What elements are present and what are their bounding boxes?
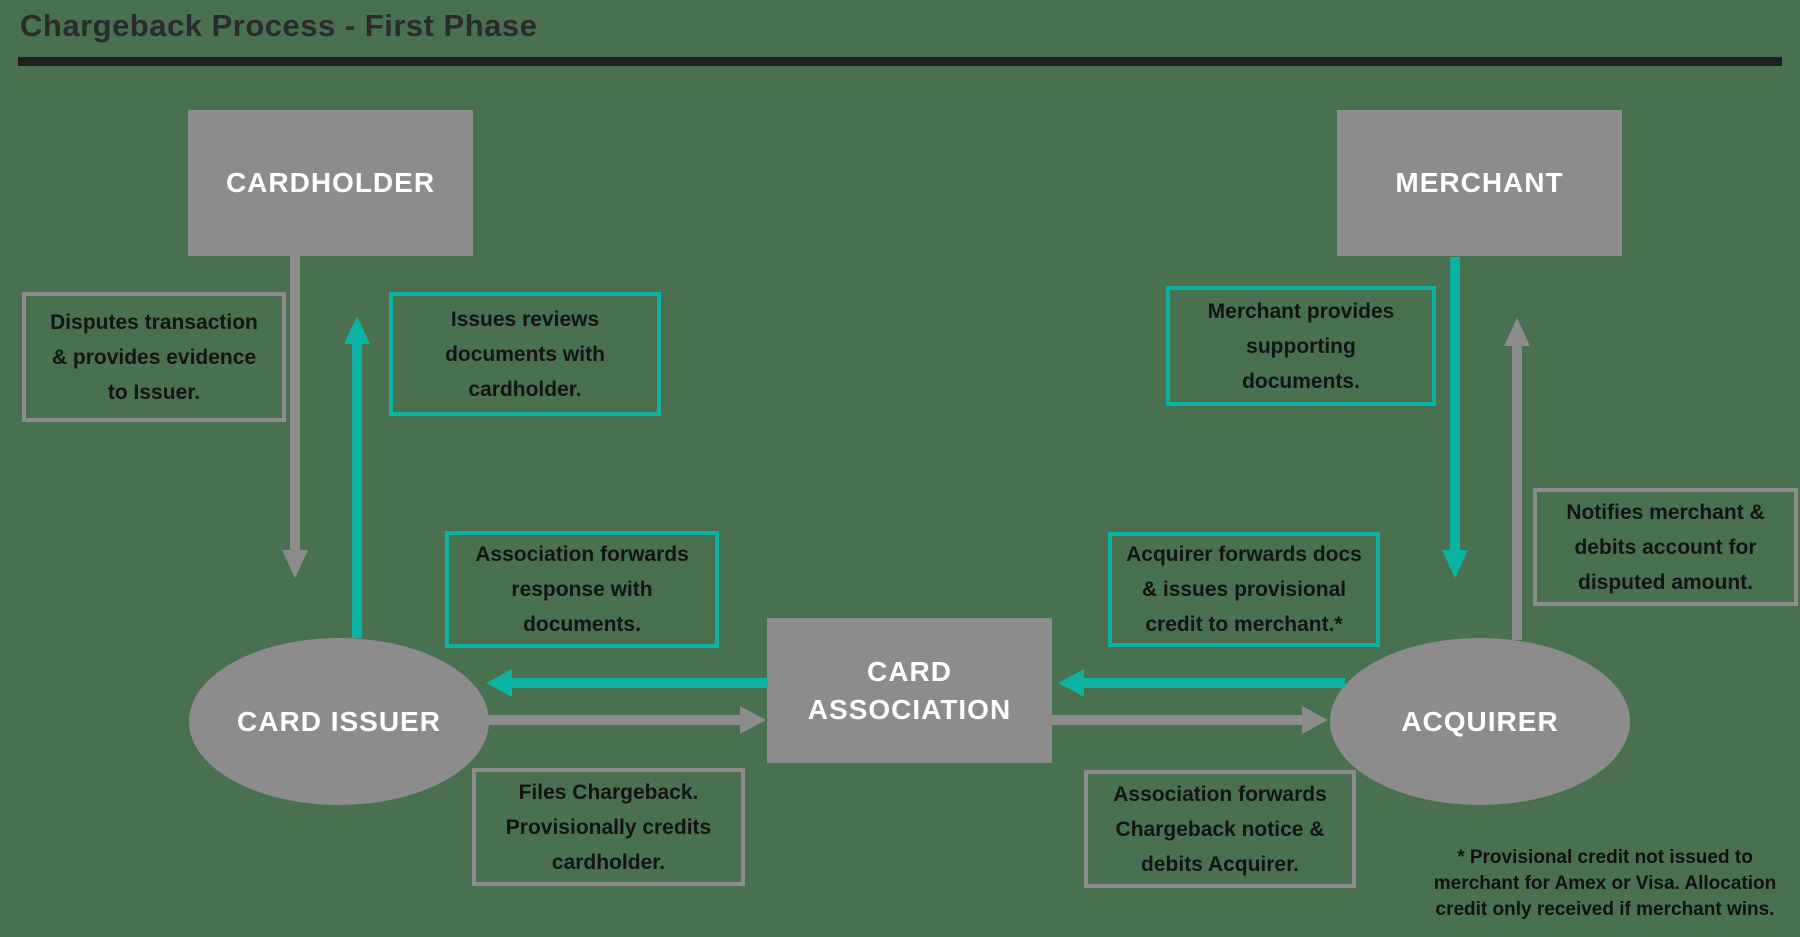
node-cardholder: CARDHOLDER	[188, 110, 473, 256]
arrow-head-right-icon	[740, 706, 766, 734]
node-merchant: MERCHANT	[1337, 110, 1622, 256]
label-association-forwards-chargeback: Association forwards Chargeback notice &…	[1084, 770, 1356, 888]
arrow-shaft	[488, 715, 742, 725]
label-association-forwards-response: Association forwards response with docum…	[445, 531, 719, 648]
arrow-shaft	[1052, 715, 1304, 725]
arrow-shaft	[510, 678, 768, 688]
arrow-head-right-icon	[1302, 706, 1328, 734]
label-disputes-transaction: Disputes transaction & provides evidence…	[22, 292, 286, 422]
arrow-shaft	[1450, 257, 1460, 552]
arrow-shaft	[290, 222, 300, 552]
arrow-head-down-icon	[282, 550, 308, 578]
label-issues-reviews-documents: Issues reviews documents with cardholder…	[389, 292, 661, 416]
node-card-association: CARD ASSOCIATION	[767, 618, 1052, 763]
label-acquirer-forwards-docs: Acquirer forwards docs & issues provisio…	[1108, 532, 1380, 647]
label-notifies-merchant-debits: Notifies merchant & debits account for d…	[1533, 488, 1798, 606]
arrow-shaft	[1512, 344, 1522, 640]
arrow-shaft	[352, 342, 362, 638]
footnote-provisional-credit: * Provisional credit not issued to merch…	[1433, 847, 1777, 920]
arrow-shaft	[1082, 678, 1345, 688]
arrow-head-left-icon	[486, 669, 512, 697]
title-divider	[18, 57, 1782, 66]
label-merchant-provides-documents: Merchant provides supporting documents.	[1166, 286, 1436, 406]
arrow-head-down-icon	[1442, 550, 1468, 578]
label-files-chargeback: Files Chargeback. Provisionally credits …	[472, 768, 745, 886]
arrow-head-up-icon	[1504, 318, 1530, 346]
arrow-head-up-icon	[344, 316, 370, 344]
node-acquirer: ACQUIRER	[1330, 638, 1630, 805]
arrow-head-left-icon	[1058, 669, 1084, 697]
page-title: Chargeback Process - First Phase	[20, 8, 538, 43]
node-card-issuer: CARD ISSUER	[189, 638, 489, 805]
